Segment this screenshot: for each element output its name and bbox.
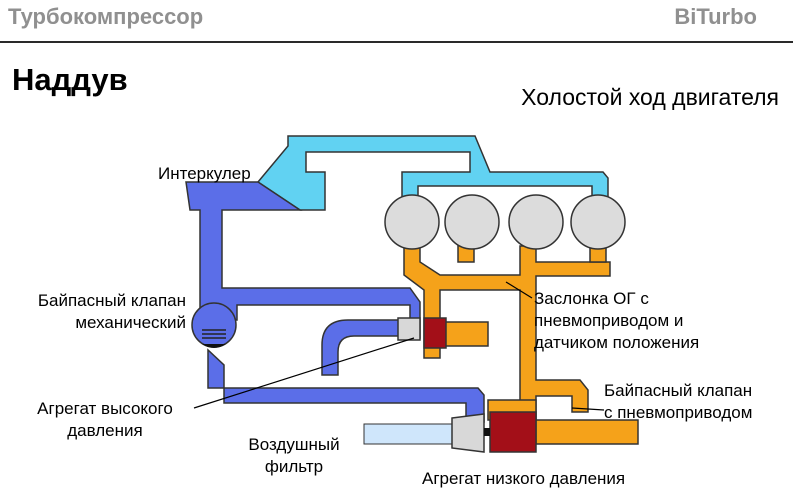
label-hp-unit-line2: давления (67, 421, 143, 440)
valve-seat-icon (202, 344, 226, 348)
cylinder-4 (570, 194, 626, 250)
label-air-filter: Воздушный фильтр (236, 434, 352, 478)
cylinder-1 (384, 194, 440, 250)
label-bypass-mech: Байпасный клапан механический (10, 290, 186, 334)
lp-shaft (484, 428, 490, 436)
lp-compressor (451, 413, 485, 453)
label-air-filter-line1: Воздушный (248, 435, 340, 454)
hp-outlet-pipe (321, 319, 411, 376)
header-section-title: Турбокомпрессор (8, 4, 204, 29)
bypass-mech-pipe (207, 348, 485, 423)
header-brand: BiTurbo (674, 4, 757, 29)
pointer-bypass-pneu (571, 407, 605, 411)
hp-turbine (423, 317, 447, 349)
label-air-filter-line2: фильтр (264, 457, 324, 476)
slide-title: Наддув (12, 62, 128, 97)
label-bypass-pneu-line2: с пневмоприводом (604, 403, 753, 422)
label-exhaust-flap-line1: Заслонка ОГ с (534, 289, 649, 308)
intercooler-pipe (256, 135, 609, 213)
label-hp-unit-line1: Агрегат высокого (37, 399, 173, 418)
label-hp-unit: Агрегат высокого давления (20, 398, 190, 442)
slide-subtitle: Холостой ход двигателя (521, 84, 779, 110)
cylinder-3 (508, 194, 564, 250)
label-lp-unit: Агрегат низкого давления (422, 469, 626, 488)
hp-compressor (397, 317, 421, 341)
pointer-flap (505, 281, 533, 299)
label-bypass-pneu-line1: Байпасный клапан (604, 381, 753, 400)
label-intercooler: Интеркулер (158, 164, 251, 183)
label-bypass-mech-line1: Байпасный клапан (37, 291, 186, 310)
label-exhaust-flap: Заслонка ОГ с пневмоприводом и датчиком … (534, 288, 699, 354)
pointer-hp-unit (193, 337, 415, 409)
air-filter (363, 423, 453, 445)
label-exhaust-flap-line2: пневмоприводом и (534, 311, 684, 330)
label-bypass-mech-line2: механический (75, 313, 186, 332)
header-divider (0, 41, 793, 43)
valve-spring-icon (202, 329, 226, 339)
label-bypass-pneu: Байпасный клапан с пневмоприводом (604, 380, 752, 424)
bypass-mech-valve (191, 302, 237, 348)
label-exhaust-flap-line3: датчиком положения (534, 333, 700, 352)
lp-turbine (489, 411, 537, 453)
cylinder-2 (444, 194, 500, 250)
